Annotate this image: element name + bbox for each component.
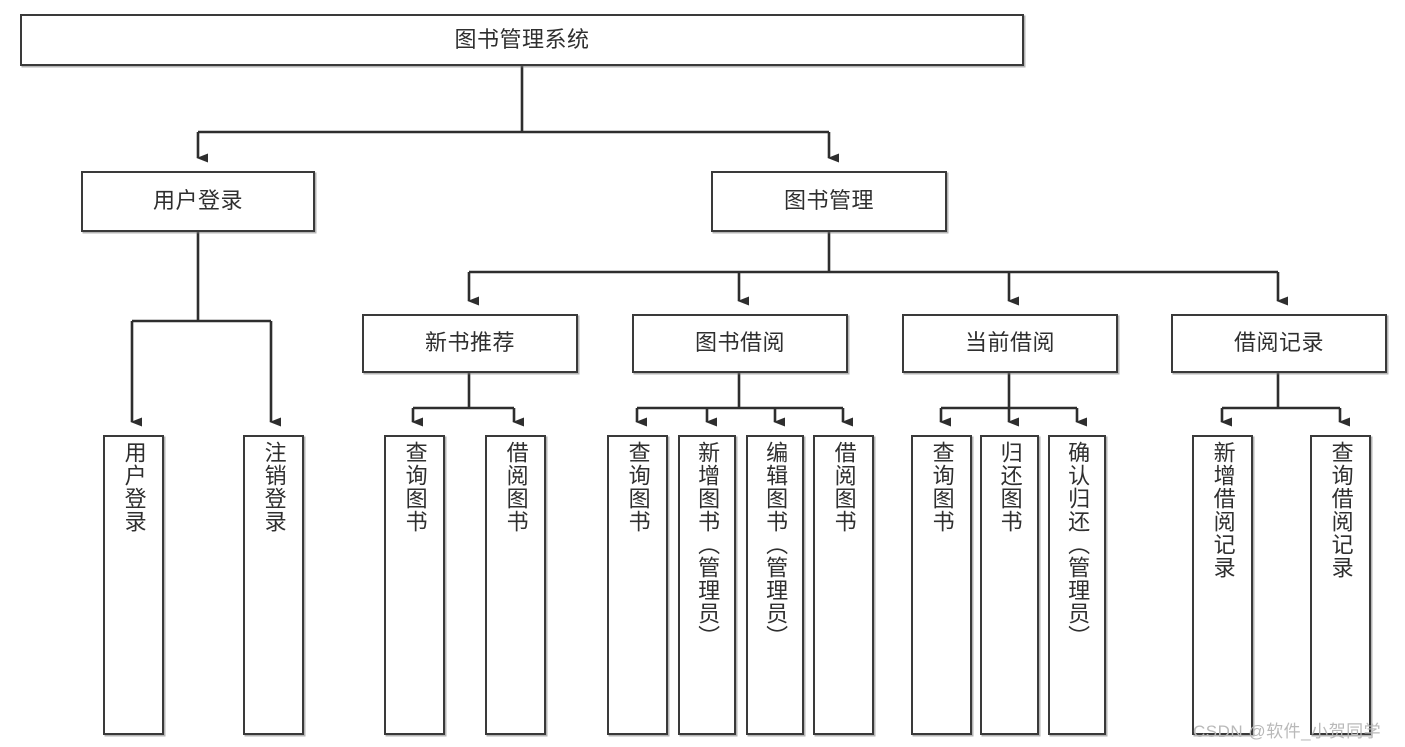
node-leaf-edit-book-admin-label: 编辑图书（管理员）	[763, 441, 789, 648]
node-leaf-query-borrow-record-label: 查询借阅记录	[1328, 441, 1354, 579]
node-leaf-query-book-recommend[interactable]: 查询图书	[384, 435, 445, 735]
node-leaf-borrow-book-recommend-label: 借阅图书	[503, 441, 529, 533]
node-book-management[interactable]: 图书管理	[711, 171, 947, 232]
node-leaf-user-login[interactable]: 用户登录	[103, 435, 164, 735]
node-book-management-label: 图书管理	[783, 188, 874, 214]
node-leaf-query-book-current[interactable]: 查询图书	[911, 435, 972, 735]
node-leaf-borrow-book[interactable]: 借阅图书	[813, 435, 874, 735]
node-user-login-label: 用户登录	[152, 188, 243, 214]
node-leaf-confirm-return-admin-label: 确认归还（管理员）	[1065, 441, 1091, 648]
node-leaf-query-book-borrow[interactable]: 查询图书	[607, 435, 668, 735]
node-current-borrow[interactable]: 当前借阅	[902, 314, 1118, 373]
node-leaf-return-book[interactable]: 归还图书	[980, 435, 1039, 735]
node-root-system[interactable]: 图书管理系统	[20, 14, 1024, 66]
node-leaf-borrow-book-label: 借阅图书	[831, 441, 857, 533]
node-leaf-query-borrow-record[interactable]: 查询借阅记录	[1310, 435, 1371, 735]
node-borrow-record-label: 借阅记录	[1233, 330, 1324, 356]
node-leaf-query-book-borrow-label: 查询图书	[625, 441, 651, 533]
node-leaf-confirm-return-admin[interactable]: 确认归还（管理员）	[1048, 435, 1106, 735]
node-leaf-add-book-admin[interactable]: 新增图书（管理员）	[678, 435, 736, 735]
node-current-borrow-label: 当前借阅	[964, 330, 1055, 356]
node-user-login[interactable]: 用户登录	[81, 171, 315, 232]
node-new-book-recommend[interactable]: 新书推荐	[362, 314, 578, 373]
node-leaf-add-borrow-record[interactable]: 新增借阅记录	[1192, 435, 1253, 735]
node-leaf-borrow-book-recommend[interactable]: 借阅图书	[485, 435, 546, 735]
csdn-watermark: CSDN @软件_小贺同学	[1193, 722, 1382, 741]
node-leaf-logout-label: 注销登录	[261, 441, 287, 533]
node-leaf-query-book-recommend-label: 查询图书	[402, 441, 428, 533]
node-leaf-user-login-label: 用户登录	[121, 441, 147, 533]
node-leaf-return-book-label: 归还图书	[997, 441, 1023, 533]
node-borrow-record[interactable]: 借阅记录	[1171, 314, 1387, 373]
node-leaf-edit-book-admin[interactable]: 编辑图书（管理员）	[746, 435, 804, 735]
node-book-borrow-label: 图书借阅	[694, 330, 785, 356]
node-new-book-recommend-label: 新书推荐	[424, 330, 515, 356]
node-leaf-add-book-admin-label: 新增图书（管理员）	[695, 441, 721, 648]
node-leaf-query-book-current-label: 查询图书	[929, 441, 955, 533]
node-book-borrow[interactable]: 图书借阅	[632, 314, 848, 373]
node-leaf-add-borrow-record-label: 新增借阅记录	[1210, 441, 1236, 579]
node-root-system-label: 图书管理系统	[454, 26, 590, 52]
node-leaf-logout[interactable]: 注销登录	[243, 435, 304, 735]
